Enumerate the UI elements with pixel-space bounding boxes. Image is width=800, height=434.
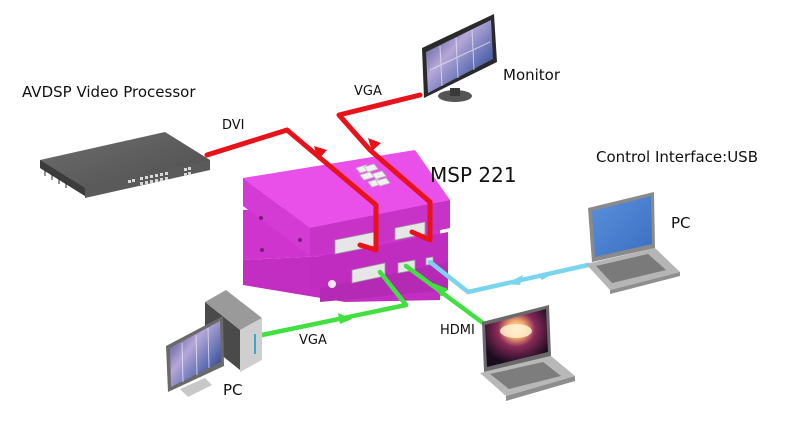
hdmi-label: HDMI — [440, 323, 475, 338]
video-processor-label: AVDSP Video Processor — [22, 83, 196, 101]
usb-cable — [427, 259, 591, 295]
hdmi-cable — [403, 263, 486, 326]
monitor-label: Monitor — [503, 66, 561, 84]
monitor-device — [422, 14, 497, 102]
pc-desktop-label: PC — [223, 381, 243, 399]
desktop-pc — [166, 290, 262, 397]
vga-output-cable — [336, 92, 433, 243]
video-processor-device — [40, 132, 210, 198]
vga-input-label: VGA — [299, 333, 327, 348]
dvi-label: DVI — [222, 118, 245, 133]
dvi-cable — [204, 127, 379, 253]
vga-output-label: VGA — [354, 84, 382, 99]
usb-arrow-left — [505, 275, 523, 285]
dvi-arrow — [314, 146, 327, 160]
control-interface-label: Control Interface:USB — [596, 148, 758, 166]
hdmi-arrow — [433, 283, 448, 297]
device-label: MSP 221 — [430, 163, 517, 187]
msp221-device — [243, 150, 450, 302]
vga-input-arrow — [338, 313, 352, 324]
vga-output-arrow — [368, 138, 381, 151]
vga-input-cable — [259, 269, 409, 338]
usb-arrow-right — [538, 271, 557, 280]
laptop-pc-control — [586, 192, 680, 294]
laptop-hdmi-source — [480, 305, 575, 401]
pc-laptop-label: PC — [671, 214, 691, 232]
